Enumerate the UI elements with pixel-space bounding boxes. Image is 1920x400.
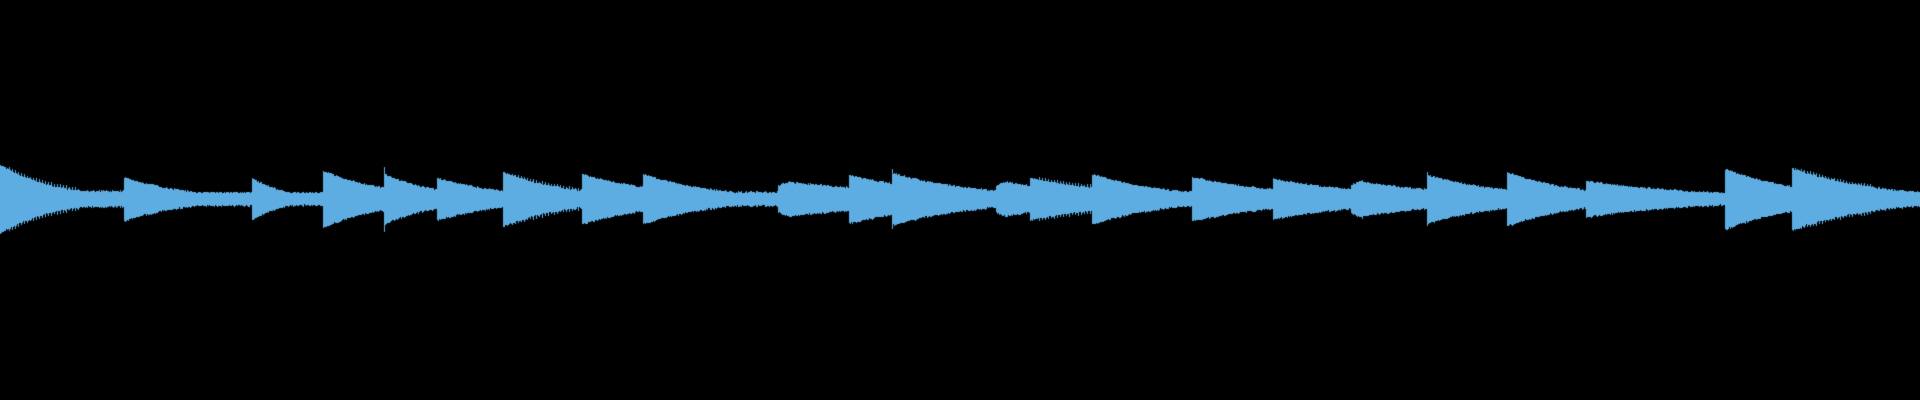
audio-waveform bbox=[0, 0, 1920, 400]
